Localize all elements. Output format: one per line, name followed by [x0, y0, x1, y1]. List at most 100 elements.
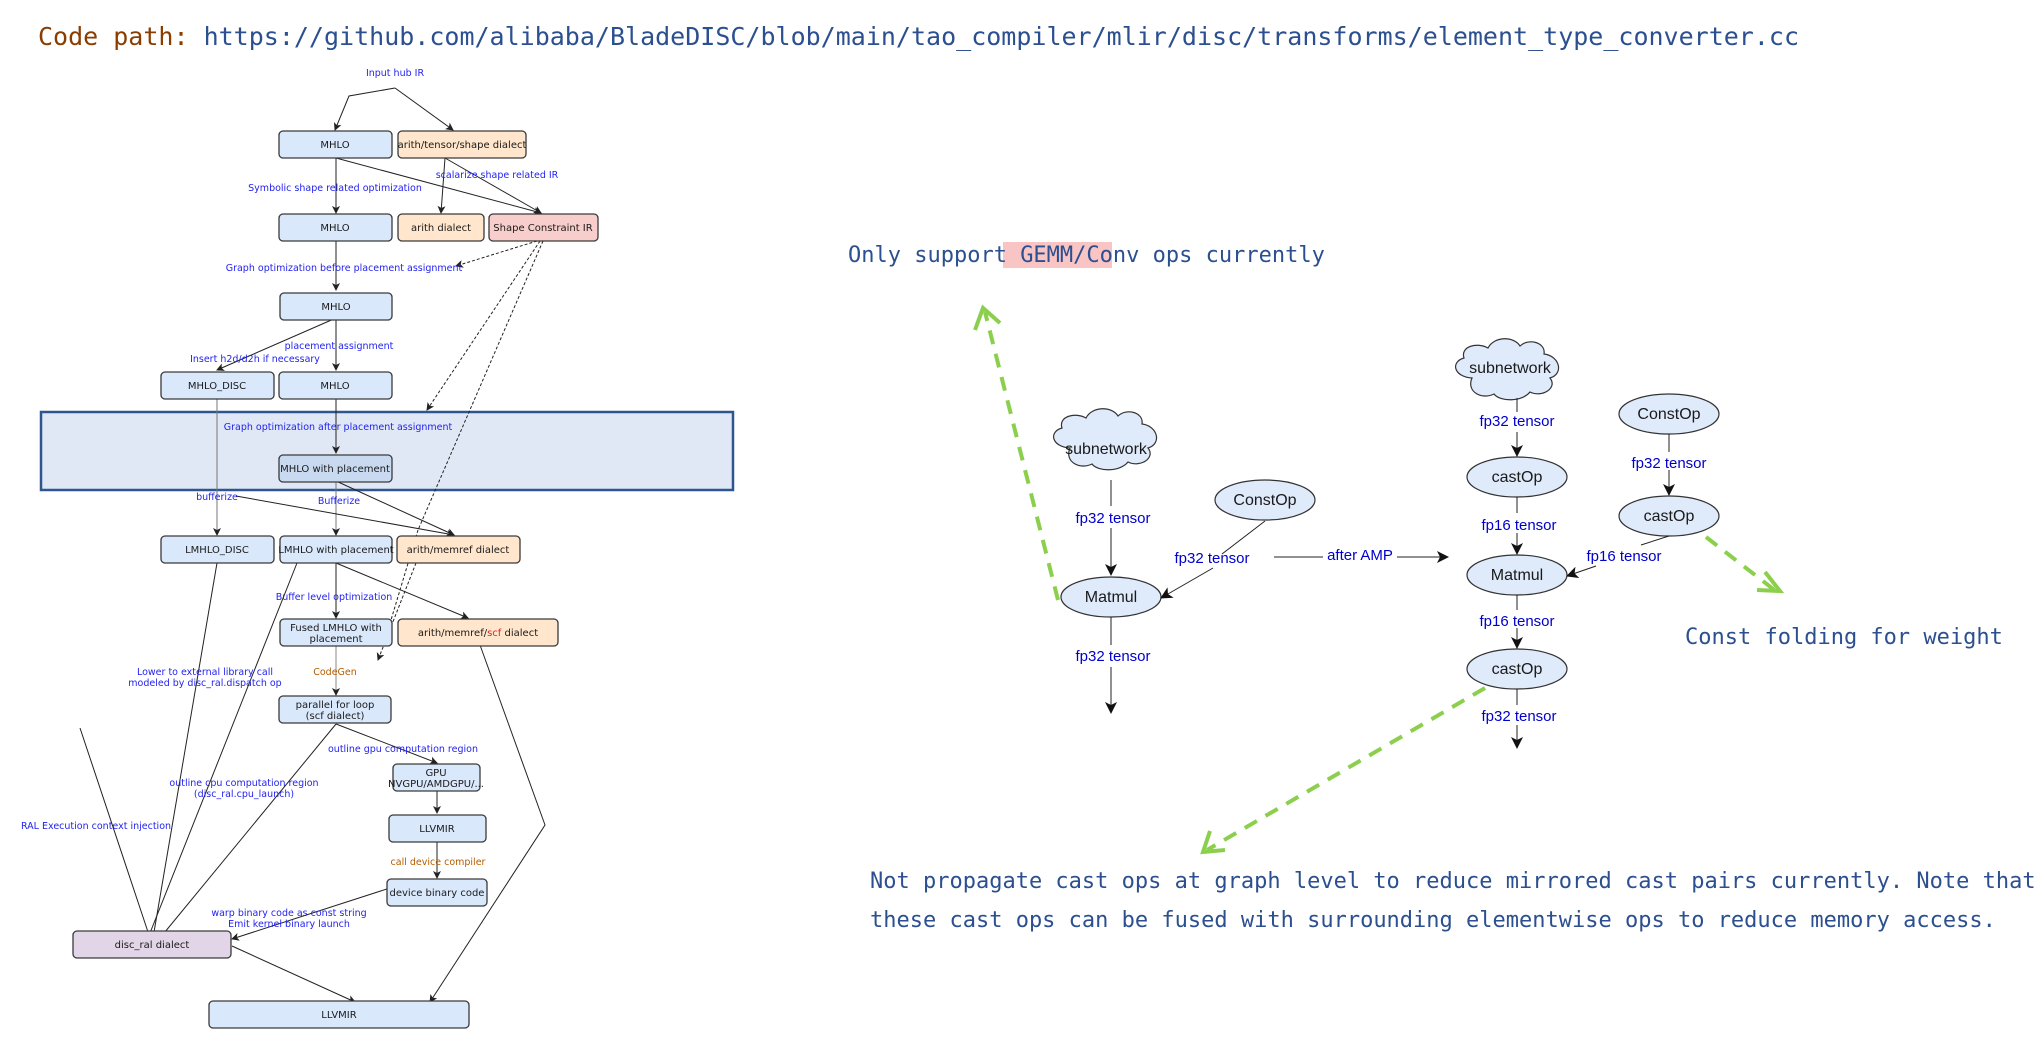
before-matmul: Matmul: [1060, 576, 1162, 618]
edge-label-bufferize-lower: bufferize: [196, 492, 238, 503]
svg-text:disc_ral dialect: disc_ral dialect: [115, 940, 190, 951]
node-arith-memref: arith/memref dialect: [396, 535, 521, 564]
node-mhlo-disc: MHLO_DISC: [160, 371, 275, 400]
svg-text:LMHLO_DISC: LMHLO_DISC: [185, 545, 249, 556]
edge-label-warp-binary-2: Emit kernel binary launch: [228, 919, 350, 930]
svg-text:subnetwork: subnetwork: [1469, 360, 1552, 377]
after-constop: ConstOp: [1618, 393, 1720, 435]
node-mhlo-with-placement: MHLO with placement: [278, 454, 393, 483]
before-edge-const-matmul: fp32 tensor: [1174, 550, 1249, 567]
edge-label-lower-external-1: Lower to external library call: [137, 667, 273, 678]
svg-text:MHLO: MHLO: [321, 302, 350, 313]
node-lmhlo-with-placement: LMHLO with placement: [278, 535, 394, 564]
svg-text:LMHLO with placement: LMHLO with placement: [278, 545, 394, 556]
note-gemm-conv: Only support GEMM/Conv ops currently: [848, 243, 1325, 268]
edge-label-placement-assignment: placement assignment: [285, 341, 394, 352]
edge-label-ral-injection: RAL Execution context injection: [21, 821, 171, 832]
after-matmul: Matmul: [1466, 554, 1568, 596]
svg-text:NVGPU/AMDGPU/...: NVGPU/AMDGPU/...: [388, 779, 484, 790]
node-mhlo-4: MHLO: [278, 371, 393, 400]
node-gpu: GPUNVGPU/AMDGPU/...: [388, 763, 484, 792]
annotation-arrow-const-folding: [1704, 535, 1779, 594]
node-arith-memref-scf: arith/memref/scf dialect: [397, 618, 559, 647]
edge-label-outline-gpu: outline gpu computation region: [328, 744, 478, 755]
node-arith-dialect: arith dialect: [397, 213, 485, 242]
svg-text:LLVMIR: LLVMIR: [419, 824, 454, 835]
edge-label-buffer-level-opt: Buffer level optimization: [276, 592, 393, 603]
edge-label-codegen: CodeGen: [313, 667, 357, 678]
svg-text:ConstOp: ConstOp: [1233, 492, 1296, 509]
svg-text:ConstOp: ConstOp: [1637, 406, 1700, 423]
after-castop-const: castOp: [1618, 495, 1720, 537]
svg-text:arith dialect: arith dialect: [411, 223, 471, 234]
before-edge-sub-matmul: fp32 tensor: [1075, 510, 1150, 527]
annotation-arrow-cast-pairs: [1205, 686, 1487, 852]
svg-text:GPU: GPU: [425, 768, 446, 779]
after-edge-const-cast: fp32 tensor: [1631, 455, 1706, 472]
svg-text:MHLO: MHLO: [320, 381, 349, 392]
annotation-arrow-gemm: [983, 311, 1060, 601]
node-mhlo-2: MHLO: [278, 213, 393, 242]
pipeline-edges: [79, 87, 546, 1003]
svg-text:castOp: castOp: [1492, 661, 1543, 678]
edge-label-input-hub: Input hub IR: [366, 68, 425, 79]
node-device-binary: device binary code: [386, 878, 488, 907]
svg-text:MHLO: MHLO: [320, 223, 349, 234]
after-edge-castconst-matmul: fp16 tensor: [1586, 548, 1661, 565]
svg-text:Shape Constraint IR: Shape Constraint IR: [493, 223, 592, 234]
svg-text:arith/memref dialect: arith/memref dialect: [407, 545, 510, 556]
after-edge-sub-cast: fp32 tensor: [1479, 413, 1554, 430]
svg-text:MHLO with placement: MHLO with placement: [280, 464, 390, 475]
after-edge-matmul-cast: fp16 tensor: [1479, 613, 1554, 630]
note-const-folding: Const folding for weight: [1685, 625, 2003, 650]
node-lmhlo-disc: LMHLO_DISC: [160, 535, 275, 564]
svg-text:castOp: castOp: [1492, 469, 1543, 486]
code-path-url[interactable]: https://github.com/alibaba/BladeDISC/blo…: [203, 22, 1800, 51]
pipeline-diagram: Input hub IR Symbolic shape related opti…: [21, 68, 735, 1029]
after-subnetwork: subnetwork: [1455, 338, 1560, 401]
edge-label-call-device-compiler: call device compiler: [391, 857, 486, 868]
node-disc-ral: disc_ral dialect: [72, 930, 232, 959]
svg-text:MHLO: MHLO: [320, 140, 349, 151]
svg-text:castOp: castOp: [1644, 508, 1695, 525]
svg-text:arith/memref/scf dialect: arith/memref/scf dialect: [418, 628, 538, 639]
node-arith-tensor-shape: arith/tensor/shape dialect: [397, 130, 527, 159]
svg-text:subnetwork: subnetwork: [1065, 441, 1148, 458]
node-mhlo-1: MHLO: [278, 130, 393, 159]
svg-text:placement: placement: [309, 634, 362, 645]
edge-label-graph-opt-before: Graph optimization before placement assi…: [226, 263, 463, 274]
svg-text:device binary code: device binary code: [390, 888, 485, 899]
node-llvmir-final: LLVMIR: [208, 1000, 470, 1029]
edge-label-symbolic-shape: Symbolic shape related optimization: [248, 183, 422, 194]
edge-label-graph-opt-after: Graph optimization after placement assig…: [224, 422, 453, 433]
transition-after-amp: after AMP: [1327, 547, 1393, 564]
after-edge-out: fp32 tensor: [1481, 708, 1556, 725]
edge-label-bufferize-upper: Bufferize: [318, 496, 360, 507]
svg-text:parallel for loop: parallel for loop: [296, 700, 375, 711]
svg-text:Fused LMHLO with: Fused LMHLO with: [290, 623, 382, 634]
after-castop-in: castOp: [1466, 456, 1568, 498]
node-shape-constraint: Shape Constraint IR: [488, 213, 599, 242]
edge-label-outline-cpu-2: (disc_ral.cpu_launch): [194, 789, 294, 800]
edge-label-insert-h2d: Insert h2d/d2h if necessary: [190, 354, 320, 365]
note-cast-pairs-line1: Not propagate cast ops at graph level to…: [870, 869, 2036, 894]
after-edge-cast-matmul: fp16 tensor: [1481, 517, 1556, 534]
edge-label-warp-binary-1: warp binary code as const string: [211, 908, 366, 919]
svg-text:LLVMIR: LLVMIR: [321, 1010, 356, 1021]
edge-label-lower-external-2: modeled by disc_ral.dispatch op: [128, 678, 281, 689]
before-subnetwork: subnetwork: [1053, 408, 1158, 471]
node-mhlo-3: MHLO: [279, 292, 393, 321]
code-path-label: Code path:: [38, 22, 189, 51]
node-llvmir-device: LLVMIR: [388, 814, 487, 843]
gemm-conv-highlight: [1003, 242, 1112, 268]
before-constop: ConstOp: [1214, 479, 1316, 521]
svg-text:arith/tensor/shape dialect: arith/tensor/shape dialect: [398, 140, 527, 151]
code-path-header: Code path: https://github.com/alibaba/Bl…: [38, 22, 1799, 51]
node-parallel-for-loop: parallel for loop(scf dialect): [278, 695, 392, 724]
svg-text:Matmul: Matmul: [1491, 567, 1543, 584]
after-castop-out: castOp: [1466, 648, 1568, 690]
svg-text:Matmul: Matmul: [1085, 589, 1137, 606]
before-edge-out: fp32 tensor: [1075, 648, 1150, 665]
edge-label-outline-cpu-1: outline cpu computation region: [169, 778, 318, 789]
